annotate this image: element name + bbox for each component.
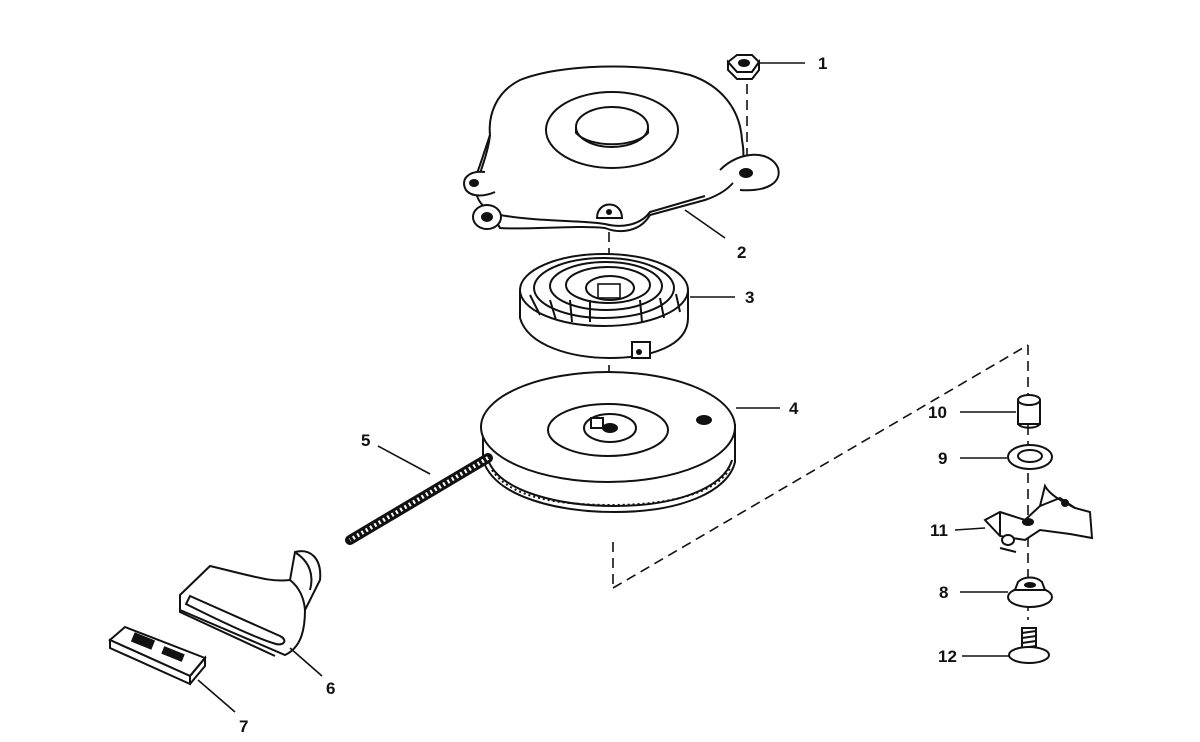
pawl-clip-part — [983, 483, 1094, 553]
callout-2: 2 — [737, 243, 746, 262]
starter-housing-part — [463, 65, 780, 233]
washer-part — [1007, 444, 1053, 470]
leader-lines — [197, 62, 1016, 713]
screw-part — [1008, 627, 1050, 664]
handle-insert-part — [108, 625, 207, 686]
starter-handle-part — [179, 550, 322, 657]
callout-12: 12 — [938, 647, 957, 666]
callout-3: 3 — [745, 288, 754, 307]
hex-nut-part — [726, 54, 761, 80]
callout-8: 8 — [939, 583, 948, 602]
callout-11: 11 — [930, 521, 948, 540]
rewind-pulley-part — [480, 371, 736, 514]
starter-rope-part — [345, 453, 493, 545]
callout-7: 7 — [239, 717, 248, 736]
callout-4: 4 — [789, 399, 799, 418]
flange-nut-part — [1007, 576, 1053, 608]
callout-1: 1 — [818, 54, 827, 73]
rewind-spring-part — [519, 253, 689, 360]
callout-6: 6 — [326, 679, 335, 698]
callout-9: 9 — [938, 449, 947, 468]
callout-5: 5 — [361, 431, 370, 450]
bushing-part — [1017, 394, 1041, 429]
callout-10: 10 — [928, 403, 947, 422]
